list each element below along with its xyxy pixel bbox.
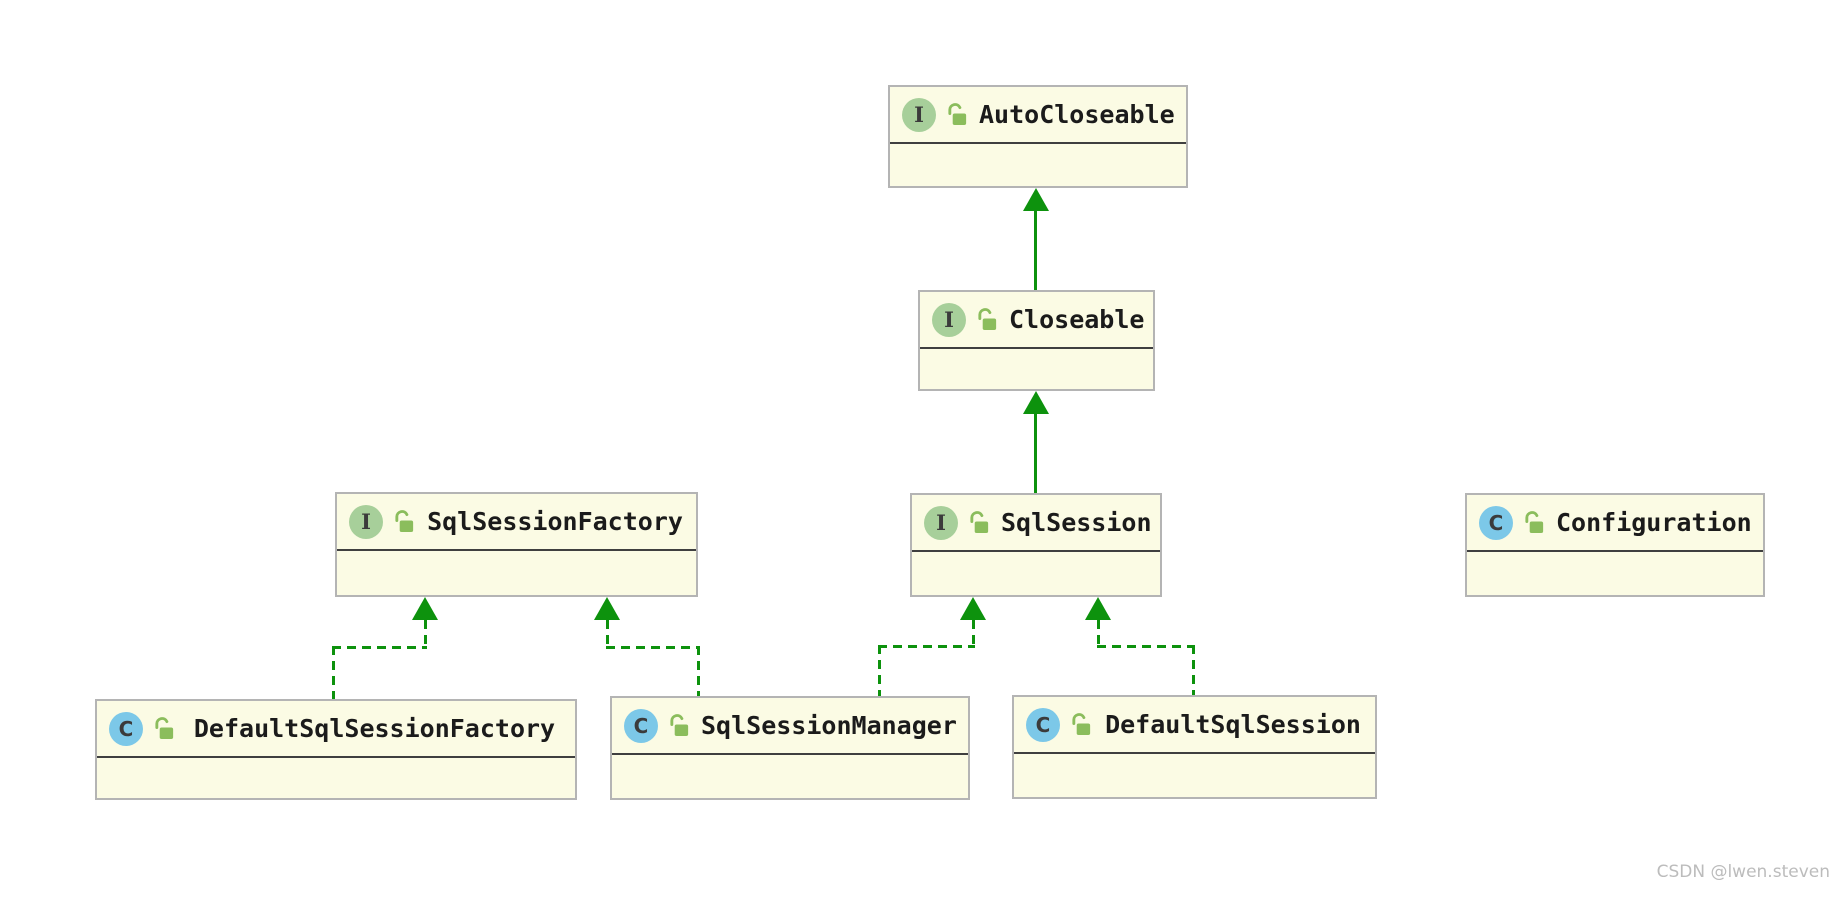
class-node-configuration[interactable]: C Configuration	[1465, 493, 1765, 597]
edge-line	[332, 646, 427, 649]
interface-icon: I	[924, 505, 958, 540]
node-header: I SqlSessionFactory	[337, 494, 696, 549]
arrowhead-up-icon	[594, 597, 620, 620]
node-label: SqlSession	[1001, 508, 1152, 537]
edge-line	[697, 646, 700, 696]
public-lock-icon	[393, 509, 416, 534]
node-members-compartment	[920, 347, 1153, 389]
edge-line	[332, 646, 335, 699]
edge-line	[878, 645, 881, 696]
arrowhead-up-icon	[1023, 391, 1049, 414]
public-lock-icon	[668, 713, 691, 738]
node-label: Configuration	[1556, 508, 1752, 537]
edge-line	[606, 620, 609, 648]
edge-line	[424, 620, 427, 648]
csdn-watermark: CSDN @lwen.steven	[1656, 862, 1830, 882]
node-header: C Configuration	[1467, 495, 1763, 550]
class-icon: C	[1026, 707, 1060, 742]
edge-line	[1034, 210, 1037, 290]
arrowhead-up-icon	[412, 597, 438, 620]
arrowhead-up-icon	[960, 597, 986, 620]
class-node-defaultsqlsessionfactory[interactable]: C DefaultSqlSessionFactory	[95, 699, 577, 800]
edge-line	[606, 646, 700, 649]
node-members-compartment	[97, 756, 575, 798]
class-icon: C	[1479, 505, 1513, 540]
node-header: C SqlSessionManager	[612, 698, 968, 753]
class-node-sqlsessionmanager[interactable]: C SqlSessionManager	[610, 696, 970, 800]
node-header: C DefaultSqlSession	[1014, 697, 1375, 752]
edge-line	[1097, 620, 1100, 647]
edge-line	[878, 645, 975, 648]
node-header: I SqlSession	[912, 495, 1160, 550]
class-node-defaultsqlsession[interactable]: C DefaultSqlSession	[1012, 695, 1377, 799]
class-icon: C	[109, 711, 143, 746]
node-members-compartment	[1014, 752, 1375, 797]
interface-icon: I	[349, 504, 383, 539]
node-members-compartment	[890, 142, 1186, 186]
public-lock-icon	[976, 307, 999, 332]
node-header: I AutoCloseable	[890, 87, 1186, 142]
arrowhead-up-icon	[1023, 188, 1049, 211]
interface-icon: I	[932, 302, 966, 337]
class-node-closeable[interactable]: I Closeable	[918, 290, 1155, 391]
node-members-compartment	[612, 753, 968, 798]
node-label: SqlSessionFactory	[427, 507, 683, 536]
public-lock-icon	[946, 102, 969, 127]
class-node-sqlsessionfactory[interactable]: I SqlSessionFactory	[335, 492, 698, 597]
class-node-autocloseable[interactable]: I AutoCloseable	[888, 85, 1188, 188]
public-lock-icon	[1070, 712, 1093, 737]
edge-line	[1192, 645, 1195, 695]
public-lock-icon	[1523, 510, 1546, 535]
public-lock-icon	[153, 716, 176, 741]
class-icon: C	[624, 708, 658, 743]
class-node-sqlsession[interactable]: I SqlSession	[910, 493, 1162, 597]
node-label: DefaultSqlSessionFactory	[193, 714, 556, 743]
node-label: DefaultSqlSession	[1105, 710, 1361, 739]
node-members-compartment	[337, 549, 696, 595]
node-members-compartment	[1467, 550, 1763, 595]
edge-line	[972, 620, 975, 648]
node-header: I Closeable	[920, 292, 1153, 347]
edge-line	[1097, 645, 1195, 648]
node-label: AutoCloseable	[979, 100, 1175, 129]
node-header: C DefaultSqlSessionFactory	[97, 701, 575, 756]
arrowhead-up-icon	[1085, 597, 1111, 620]
node-label: Closeable	[1009, 305, 1145, 334]
interface-icon: I	[902, 97, 936, 132]
public-lock-icon	[968, 510, 991, 535]
edge-line	[1034, 413, 1037, 493]
node-label: SqlSessionManager	[701, 711, 957, 740]
node-members-compartment	[912, 550, 1160, 595]
